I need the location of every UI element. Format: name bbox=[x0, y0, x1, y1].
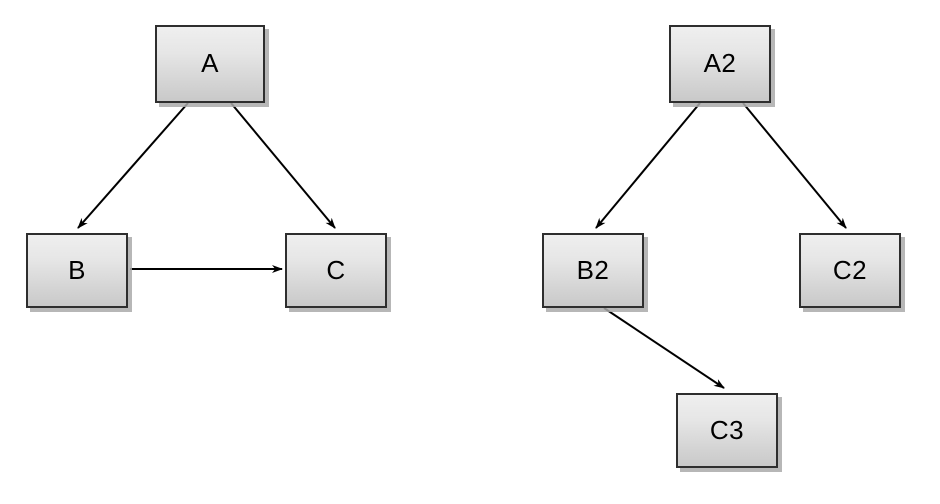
edge-a2-to-c2 bbox=[742, 102, 847, 229]
node-b-label: B bbox=[68, 254, 86, 285]
edge-b2-to-c3 bbox=[603, 307, 725, 389]
node-c3-label: C3 bbox=[709, 414, 745, 445]
node-b2[interactable]: B2 bbox=[542, 233, 644, 308]
node-a[interactable]: A bbox=[155, 25, 265, 103]
edge-a2-to-b2 bbox=[595, 102, 701, 229]
node-c2-label: C2 bbox=[832, 254, 868, 285]
edge-a-to-b bbox=[77, 102, 189, 229]
node-b2-label: B2 bbox=[576, 254, 610, 285]
node-c3[interactable]: C3 bbox=[676, 393, 778, 468]
node-b[interactable]: B bbox=[26, 233, 128, 308]
node-a2-label: A2 bbox=[703, 48, 737, 78]
node-a2[interactable]: A2 bbox=[669, 25, 771, 103]
node-c2[interactable]: C2 bbox=[799, 233, 901, 308]
node-c[interactable]: C bbox=[285, 233, 387, 308]
node-a-label: A bbox=[201, 48, 219, 78]
edge-a-to-c bbox=[230, 102, 336, 229]
node-c-label: C bbox=[326, 254, 346, 285]
